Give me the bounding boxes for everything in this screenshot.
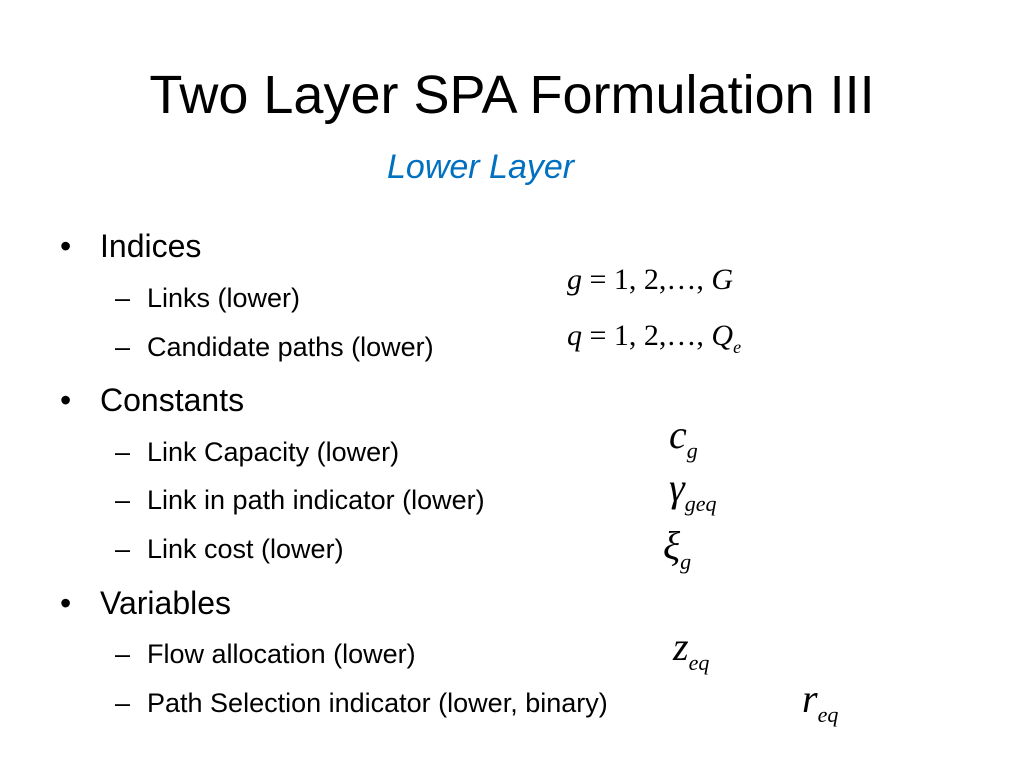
slide-subtitle: Lower Layer <box>387 148 575 186</box>
sub-bullet-flow-allocation: – Flow allocation (lower) <box>115 637 416 671</box>
math-subscript: g <box>680 548 692 574</box>
sub-bullet-label: Link Capacity (lower) <box>147 437 400 467</box>
sub-bullet-links: – Links (lower) <box>115 281 300 315</box>
flow-symbol: zeq <box>673 624 709 674</box>
math-subscript: g <box>686 437 698 463</box>
math-variable: g <box>567 263 582 296</box>
bullet-label: Constants <box>100 382 245 418</box>
sub-bullet-candidate-paths: – Candidate paths (lower) <box>115 330 434 364</box>
math-upper-bound: Q <box>711 319 734 352</box>
bullet-constants: • Constants <box>60 380 244 420</box>
math-symbol: c <box>669 412 687 457</box>
bullet-variables: • Variables <box>60 583 231 623</box>
link-index-equation: g = 1, 2,…, G <box>567 262 733 298</box>
dash-marker: – <box>115 485 131 515</box>
bullet-marker: • <box>60 585 72 621</box>
selection-symbol: req <box>802 676 838 726</box>
sub-bullet-path-selection: – Path Selection indicator (lower, binar… <box>115 686 608 720</box>
dash-marker: – <box>115 332 131 362</box>
sub-bullet-label: Candidate paths (lower) <box>147 332 434 362</box>
sub-bullet-link-in-path: – Link in path indicator (lower) <box>115 483 485 517</box>
dash-marker: – <box>115 688 131 718</box>
math-relation: = <box>589 263 607 296</box>
sub-bullet-label: Link in path indicator (lower) <box>147 485 485 515</box>
bullet-marker: • <box>60 228 72 264</box>
math-subscript: eq <box>817 701 839 727</box>
sub-bullet-label: Link cost (lower) <box>147 534 344 564</box>
math-range: 1, 2,…, <box>613 319 704 352</box>
math-symbol: r <box>802 676 818 721</box>
math-range: 1, 2,…, <box>613 263 704 296</box>
math-symbol: ξ <box>663 523 681 568</box>
sub-bullet-label: Path Selection indicator (lower, binary) <box>147 688 608 718</box>
path-indicator-symbol: γgeq <box>669 465 717 515</box>
math-symbol: z <box>673 624 689 669</box>
slide-title: Two Layer SPA Formulation III <box>149 65 875 125</box>
sub-bullet-label: Flow allocation (lower) <box>147 639 416 669</box>
bullet-label: Indices <box>100 228 202 264</box>
math-variable: q <box>567 319 582 352</box>
dash-marker: – <box>115 534 131 564</box>
sub-bullet-link-cost: – Link cost (lower) <box>115 532 344 566</box>
bullet-label: Variables <box>100 585 232 621</box>
bullet-marker: • <box>60 382 72 418</box>
math-upper-bound: G <box>711 263 734 296</box>
capacity-symbol: cg <box>669 412 698 462</box>
math-relation: = <box>589 319 607 352</box>
dash-marker: – <box>115 437 131 467</box>
dash-marker: – <box>115 283 131 313</box>
math-subscript: eq <box>688 649 710 675</box>
sub-bullet-label: Links (lower) <box>147 283 301 313</box>
math-subscript: e <box>733 337 742 358</box>
sub-bullet-link-capacity: – Link Capacity (lower) <box>115 435 399 469</box>
math-subscript: geq <box>684 490 717 516</box>
math-symbol: γ <box>669 465 685 510</box>
cost-symbol: ξg <box>663 523 691 573</box>
path-index-equation: q = 1, 2,…, Qe <box>567 318 742 358</box>
dash-marker: – <box>115 639 131 669</box>
bullet-indices: • Indices <box>60 226 201 266</box>
